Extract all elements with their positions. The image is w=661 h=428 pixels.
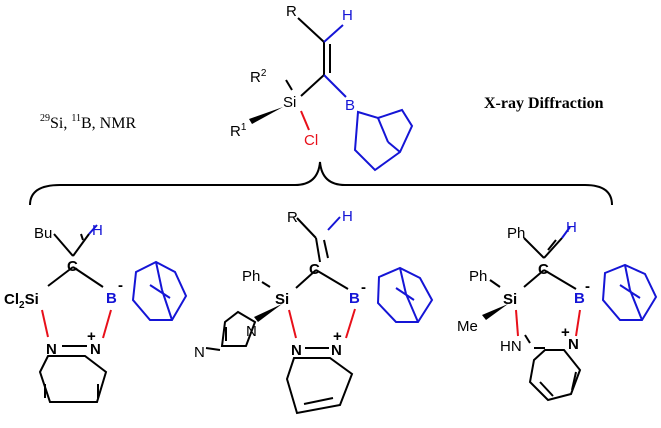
top-molecule: R H R2 Si R1 Cl B (230, 3, 414, 172)
mol1-b: B (106, 290, 117, 307)
mol3-n: N (568, 336, 579, 353)
mol2-wedge (254, 304, 282, 322)
mol2-b: B (349, 290, 360, 307)
mol3-n-charge: + (561, 324, 570, 341)
mol3-me: Me (457, 318, 478, 335)
mol3-ph: Ph (469, 268, 487, 285)
mol3-wedge (482, 304, 508, 320)
mol3-b-charge: - (585, 278, 590, 295)
mol1-n-charge: + (87, 328, 96, 345)
mol3-b: B (574, 290, 585, 307)
top-cl: Cl (304, 132, 318, 149)
mol2-n-left: N (291, 342, 302, 359)
mol2-n-right: N (331, 342, 342, 359)
mol2-pz-n1: N (246, 323, 257, 340)
top-b: B (345, 97, 355, 114)
mol2-h: H (342, 208, 353, 225)
mol3-si: Si (503, 291, 517, 308)
mol3-hn: HN (500, 338, 522, 355)
mol2-c: C (309, 261, 320, 278)
mol1-n-right: N (90, 341, 101, 358)
mol2-r: R (287, 209, 298, 226)
mol1-c: C (67, 258, 78, 275)
mol2-n-charge: + (333, 328, 342, 345)
mol1-bu: Bu (34, 225, 52, 242)
top-r: R (286, 3, 297, 20)
product-molecule-2: R H C Ph Si B - N N N N + (194, 208, 434, 415)
xray-label: X-ray Diffraction (484, 95, 604, 112)
nmr-label: 29Si, 11B, NMR (40, 113, 136, 132)
mol1-b-charge: - (118, 277, 123, 294)
curly-brace (29, 161, 613, 206)
product-molecule-3: Ph H C Ph Si Me B - HN N + (457, 219, 658, 402)
mol2-b-charge: - (361, 279, 366, 296)
mol2-pz-n2: N (194, 344, 205, 361)
mol3-c: C (538, 261, 549, 278)
mol2-si: Si (275, 291, 289, 308)
top-r2: R2 (250, 68, 267, 86)
product-molecule-1: Bu H C Cl2Si B - N N + (4, 222, 188, 403)
mol1-n-left: N (46, 341, 57, 358)
wedge-bond (249, 107, 283, 124)
top-h: H (342, 7, 353, 24)
top-r1: R1 (230, 122, 247, 140)
mol1-cl2si: Cl2Si (4, 291, 39, 311)
mol2-ph: Ph (242, 268, 260, 285)
mol3-h: H (566, 219, 577, 236)
mol3-ph-top: Ph (507, 225, 525, 242)
mol1-h: H (92, 222, 103, 239)
top-si: Si (283, 94, 296, 111)
